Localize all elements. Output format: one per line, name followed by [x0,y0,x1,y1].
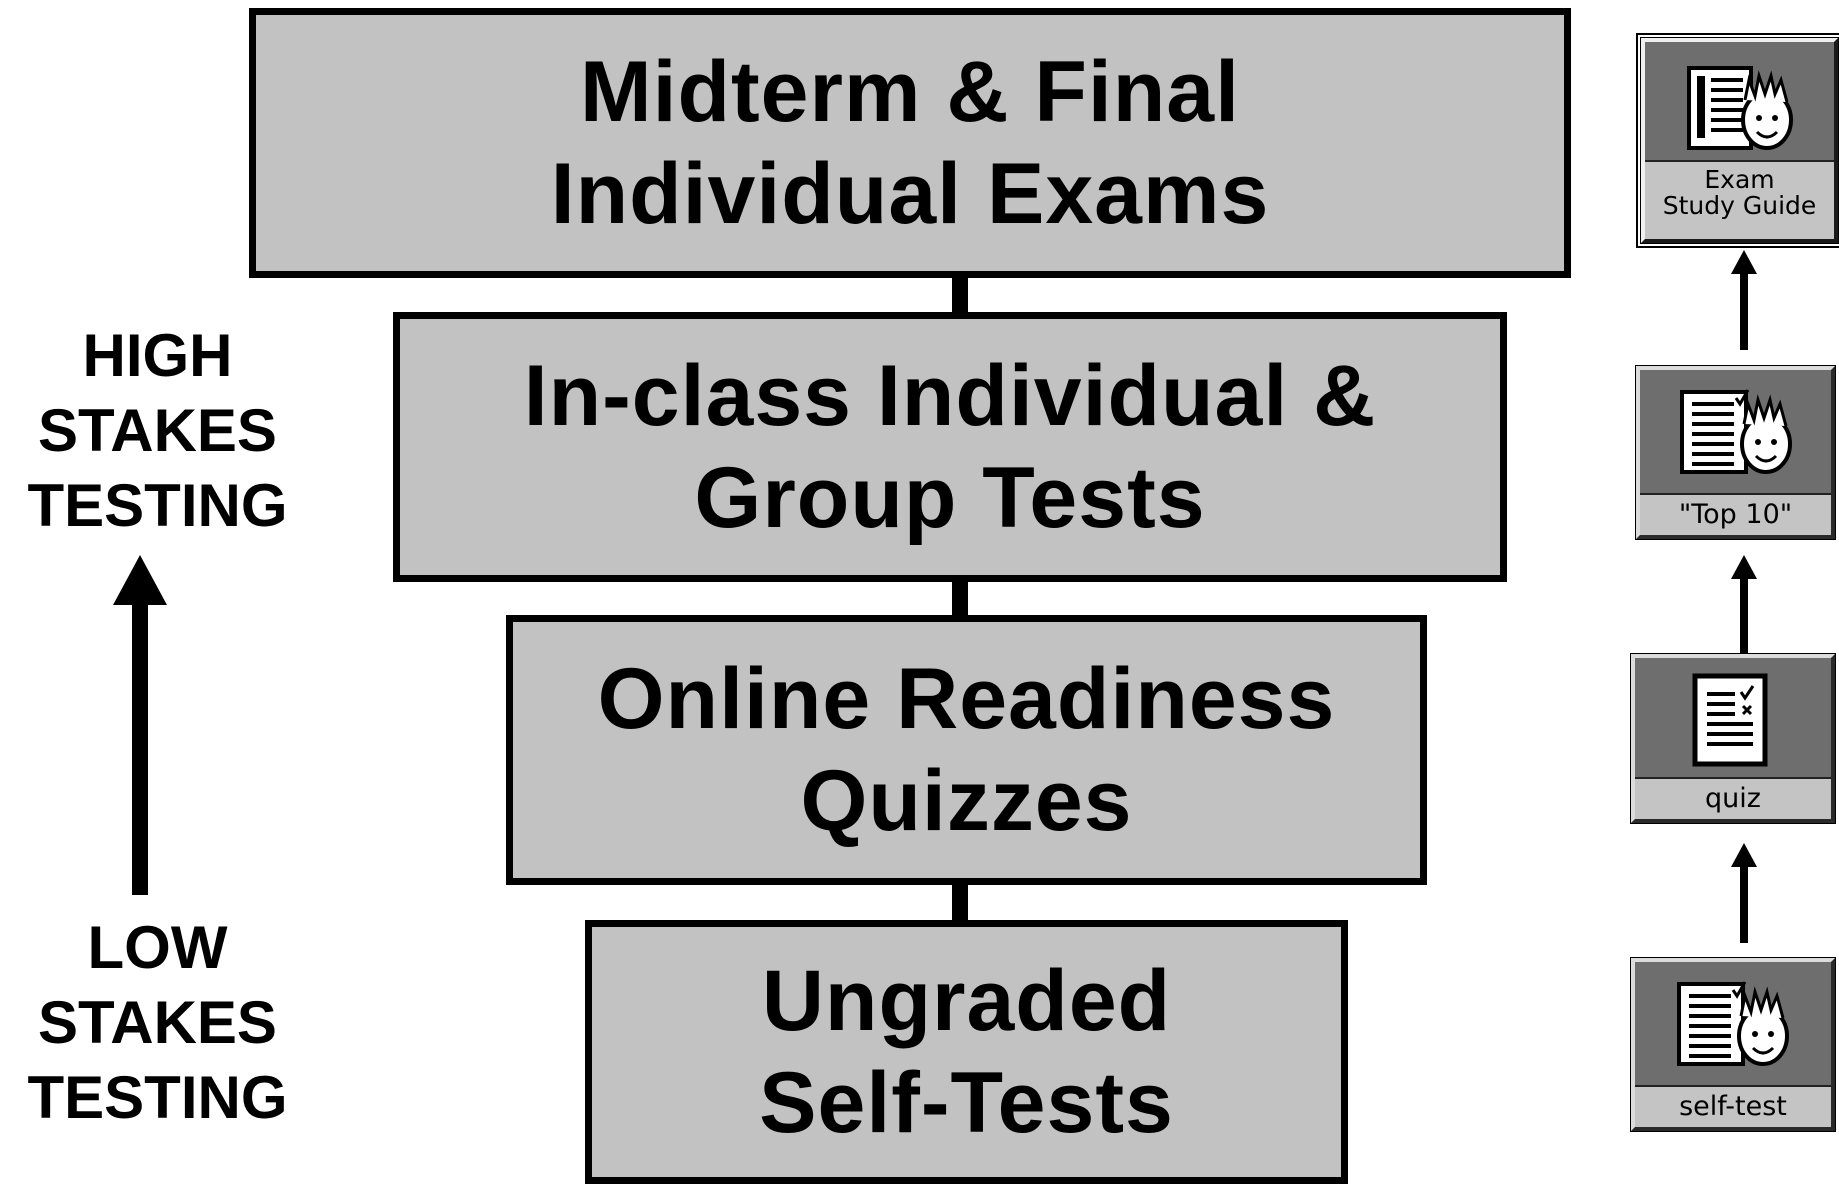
self-test-button[interactable]: self-test [1631,958,1835,1131]
high-stakes-line-3: TESTING [27,472,288,539]
tier-midterm-final-exams: Midterm & Final Individual Exams [249,8,1571,278]
progression-arrow-icon [1731,555,1757,655]
progression-arrow-icon [1731,843,1757,943]
top-10-caption: "Top 10" [1640,493,1831,535]
quiz-caption-text: quiz [1705,783,1761,814]
study-guide-caption-line-2: Study Guide [1662,191,1817,221]
self-test-caption: self-test [1635,1085,1831,1127]
connector-3 [952,878,968,924]
connector-1 [952,272,968,316]
top-10-icon [1680,389,1792,474]
tier-3-line-1: Online Readiness [597,650,1336,747]
study-guide-caption-line-1: Exam [1704,165,1775,194]
top-10-button[interactable]: "Top 10" [1636,366,1835,539]
low-stakes-label: LOW STAKES TESTING [0,910,315,1135]
high-stakes-line-2: STAKES [38,397,277,464]
study-guide-caption: Exam Study Guide [1645,160,1834,239]
quiz-caption: quiz [1635,777,1831,819]
tier-4-line-1: Ungraded [761,952,1172,1049]
exam-study-guide-button[interactable]: Exam Study Guide [1636,33,1839,248]
study-guide-icon [1687,66,1793,150]
tier-3-line-2: Quizzes [800,753,1133,849]
progression-arrow-icon [1731,250,1757,350]
high-stakes-label: HIGH STAKES TESTING [0,318,315,543]
tier-1-line-2: Individual Exams [550,146,1270,242]
top-10-caption-text: "Top 10" [1678,499,1793,530]
quiz-button[interactable]: quiz [1631,654,1835,823]
tier-2-line-1: In-class Individual & [523,347,1377,444]
low-stakes-line-2: STAKES [38,989,277,1056]
self-test-icon [1677,981,1789,1066]
low-stakes-line-3: TESTING [27,1064,288,1131]
tier-ungraded-self-tests: Ungraded Self-Tests [585,920,1348,1184]
high-stakes-line-1: HIGH [82,322,233,389]
low-stakes-line-1: LOW [87,914,228,981]
stakes-arrow-icon [113,555,167,895]
connector-2 [952,576,968,620]
tier-in-class-tests: In-class Individual & Group Tests [393,312,1507,582]
tier-4-line-2: Self-Tests [759,1055,1174,1151]
quiz-icon [1692,673,1768,767]
tier-online-readiness-quizzes: Online Readiness Quizzes [506,615,1427,885]
self-test-caption-text: self-test [1679,1091,1787,1122]
tier-2-line-2: Group Tests [694,450,1206,546]
tier-1-line-1: Midterm & Final [579,43,1241,140]
